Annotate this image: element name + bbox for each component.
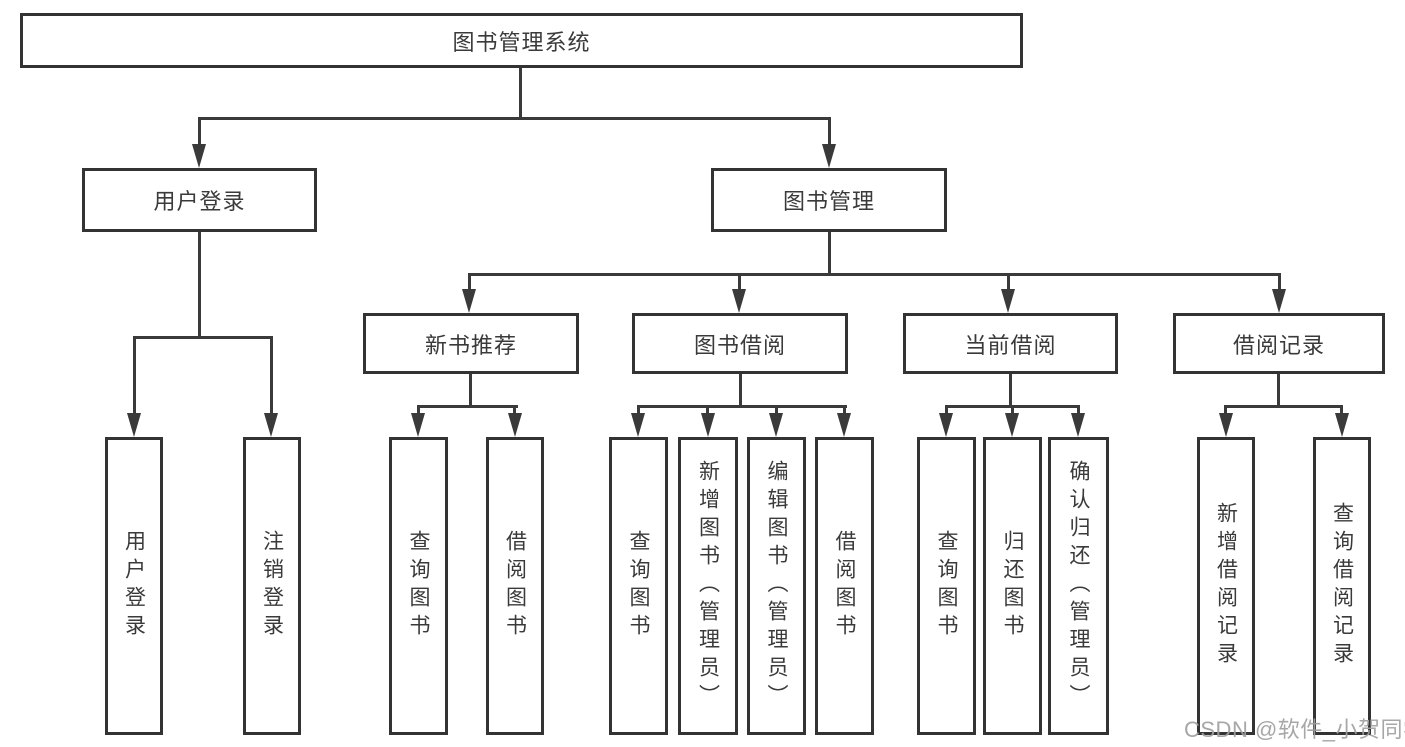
connector-line	[468, 273, 1281, 276]
arrow-down-icon	[264, 413, 278, 437]
arrow-down-icon	[631, 413, 645, 437]
connector-line	[945, 405, 948, 417]
node-leaf-edit-book-admin: 编辑图书（管理员）	[747, 437, 806, 735]
connector-line	[133, 336, 136, 416]
connector-line	[417, 405, 420, 417]
connector-line	[1224, 405, 1343, 408]
node-leaf-query-book-borrow: 查询图书	[609, 437, 668, 735]
connector-line	[513, 405, 516, 417]
connector-line	[198, 117, 831, 120]
connector-line	[198, 117, 201, 147]
arrow-down-icon	[508, 413, 522, 437]
connector-line	[417, 405, 518, 408]
arrow-down-icon	[769, 413, 783, 437]
connector-line	[1077, 405, 1080, 417]
connector-line	[1277, 374, 1280, 408]
arrow-down-icon	[411, 413, 425, 437]
arrow-down-icon	[192, 144, 206, 168]
arrow-down-icon	[822, 144, 836, 168]
node-user-login: 用户登录	[82, 168, 317, 232]
arrow-down-icon	[939, 413, 953, 437]
arrow-down-icon	[1005, 413, 1019, 437]
arrow-down-icon	[1272, 289, 1286, 313]
node-leaf-query-book-rec: 查询图书	[389, 437, 448, 735]
arrow-down-icon	[1219, 413, 1233, 437]
arrow-down-icon	[701, 413, 715, 437]
connector-line	[738, 273, 741, 291]
connector-line	[739, 374, 742, 408]
connector-line	[775, 405, 778, 417]
arrow-down-icon	[1001, 289, 1015, 313]
connector-line	[270, 336, 273, 416]
connector-line	[637, 405, 847, 408]
connector-line	[1009, 374, 1012, 408]
arrow-down-icon	[837, 413, 851, 437]
connector-line	[637, 405, 640, 417]
connector-line	[519, 68, 522, 120]
connector-line	[133, 336, 273, 339]
node-leaf-add-borrow-record: 新增借阅记录	[1197, 437, 1255, 735]
node-leaf-confirm-return-admin: 确认归还（管理员）	[1048, 437, 1109, 735]
connector-line	[843, 405, 846, 417]
node-leaf-user-login: 用户登录	[105, 437, 163, 735]
arrow-down-icon	[462, 289, 476, 313]
node-leaf-return-book: 归还图书	[983, 437, 1042, 735]
csdn-watermark: CSDN @软件_小贺同学	[1184, 717, 1405, 742]
connector-line	[1011, 405, 1014, 417]
arrow-down-icon	[127, 413, 141, 437]
connector-line	[828, 117, 831, 147]
node-leaf-borrow-book-rec: 借阅图书	[486, 437, 544, 735]
node-book-mgmt: 图书管理	[711, 168, 947, 232]
node-leaf-query-book-current: 查询图书	[917, 437, 976, 735]
connector-line	[1007, 273, 1010, 291]
node-new-book-rec: 新书推荐	[363, 313, 579, 374]
connector-line	[198, 232, 201, 339]
arrow-down-icon	[1335, 413, 1349, 437]
node-leaf-query-borrow-record: 查询借阅记录	[1313, 437, 1371, 735]
node-current-borrow: 当前借阅	[903, 313, 1118, 374]
node-root: 图书管理系统	[20, 13, 1023, 68]
connector-line	[1340, 405, 1343, 417]
node-leaf-borrow-book: 借阅图书	[815, 437, 874, 735]
node-borrow-records: 借阅记录	[1173, 313, 1385, 374]
connector-line	[828, 232, 831, 276]
connector-line	[468, 273, 471, 291]
connector-line	[706, 405, 709, 417]
arrow-down-icon	[1071, 413, 1085, 437]
connector-line	[1278, 273, 1281, 291]
connector-line	[469, 374, 472, 408]
arrow-down-icon	[732, 289, 746, 313]
node-book-borrow: 图书借阅	[632, 313, 848, 374]
node-leaf-logout: 注销登录	[243, 437, 301, 735]
connector-line	[1224, 405, 1227, 417]
node-leaf-add-book-admin: 新增图书（管理员）	[678, 437, 738, 735]
